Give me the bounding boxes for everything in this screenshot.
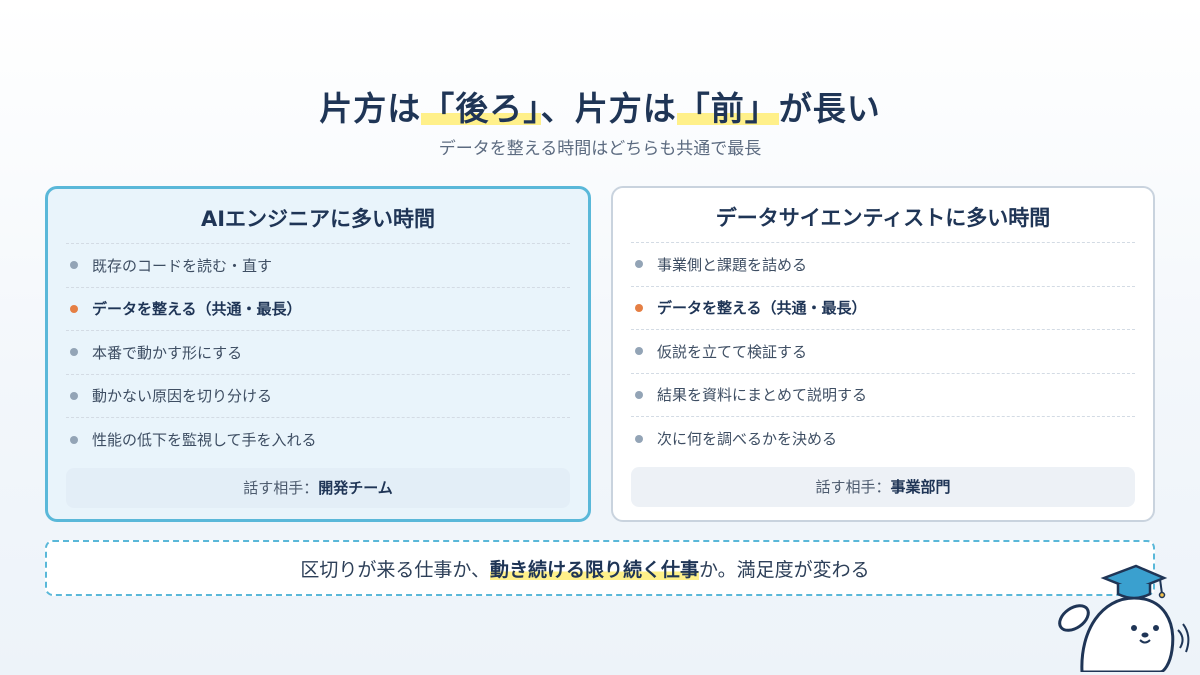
title-part-1: 片方は [319,89,422,128]
partner-label: 話す相手： [243,479,319,497]
data-scientist-partner: 話す相手：事業部門 [631,466,1135,507]
seal-mascot-icon [1058,564,1190,672]
bullet-dot-icon [70,304,78,313]
data-scientist-task-list: 事業側と課題を詰める データを整える（共通・最長） 仮説を立てて検証する 結果を… [631,242,1135,461]
list-item-text: 次に何を調べるかを決める [657,430,838,449]
list-item-emphasis: データを整える（共通・最長） [631,287,1135,330]
bottom-text-before: 区切りが来る仕事か、 [300,558,490,581]
list-item: 次に何を調べるかを決める [631,417,1135,461]
list-item-text: 性能の低下を監視して手を入れる [92,431,317,450]
partner-value: 開発チーム [318,479,393,497]
list-item: 結果を資料にまとめて説明する [631,374,1135,417]
list-item-text: 既存のコードを読む・直す [92,256,273,275]
list-item: 事業側と課題を詰める [631,243,1135,287]
title-highlight-back: 「後ろ」 [421,89,541,128]
bottom-message: 区切りが来る仕事か、動き続ける限り続く仕事か。満足度が変わる [45,540,1155,596]
list-item-text: 事業側と課題を詰める [657,255,808,274]
graduation-cap-icon [1100,564,1168,600]
list-item: 既存のコードを読む・直す [66,244,570,288]
list-item-text: 本番で動かす形にする [92,343,243,362]
list-item: 仮説を立てて検証する [631,330,1135,374]
list-item: 本番で動かす形にする [66,331,570,375]
list-item: 動かない原因を切り分ける [66,375,570,418]
ai-engineer-card-title: AIエンジニアに多い時間 [200,207,436,231]
ai-engineer-partner: 話す相手：開発チーム [66,467,570,508]
bullet-dot-icon [70,348,78,357]
bottom-text-after: か。満足度が変わる [699,558,870,581]
bullet-dot-icon [70,391,78,400]
list-item-text: 仮説を立てて検証する [657,342,808,361]
list-item-emphasis: データを整える（共通・最長） [66,288,570,331]
page-subtitle: データを整える時間はどちらも共通で最長 [438,139,762,159]
title-part-3: が長い [778,89,881,128]
bullet-dot-icon [635,303,643,312]
list-item-text: データを整える（共通・最長） [657,299,867,318]
data-scientist-card-title: データサイエンティストに多い時間 [715,206,1051,230]
bullet-dot-icon [70,261,78,270]
list-item-text: 結果を資料にまとめて説明する [657,386,868,405]
list-item: 性能の低下を監視して手を入れる [66,418,570,462]
title-part-2: 、片方は [540,89,677,128]
bullet-dot-icon [635,260,643,269]
bottom-text-highlight: 動き続ける限り続く仕事 [489,554,699,582]
bullet-dot-icon [70,435,78,444]
partner-label: 話す相手： [815,478,891,496]
data-scientist-card: データサイエンティストに多い時間 事業側と課題を詰める データを整える（共通・最… [611,186,1155,522]
page-title: 片方は「後ろ」、片方は「前」が長い [0,82,1200,130]
ai-engineer-card: AIエンジニアに多い時間 既存のコードを読む・直す データを整える（共通・最長）… [45,186,591,522]
bullet-dot-icon [635,434,643,443]
list-item-text: 動かない原因を切り分ける [92,387,273,406]
title-highlight-front: 「前」 [676,89,779,128]
bullet-dot-icon [635,347,643,356]
list-item-text: データを整える（共通・最長） [92,300,302,319]
partner-value: 事業部門 [890,478,951,496]
ai-engineer-task-list: 既存のコードを読む・直す データを整える（共通・最長） 本番で動かす形にする 動… [66,243,570,462]
bullet-dot-icon [635,390,643,399]
